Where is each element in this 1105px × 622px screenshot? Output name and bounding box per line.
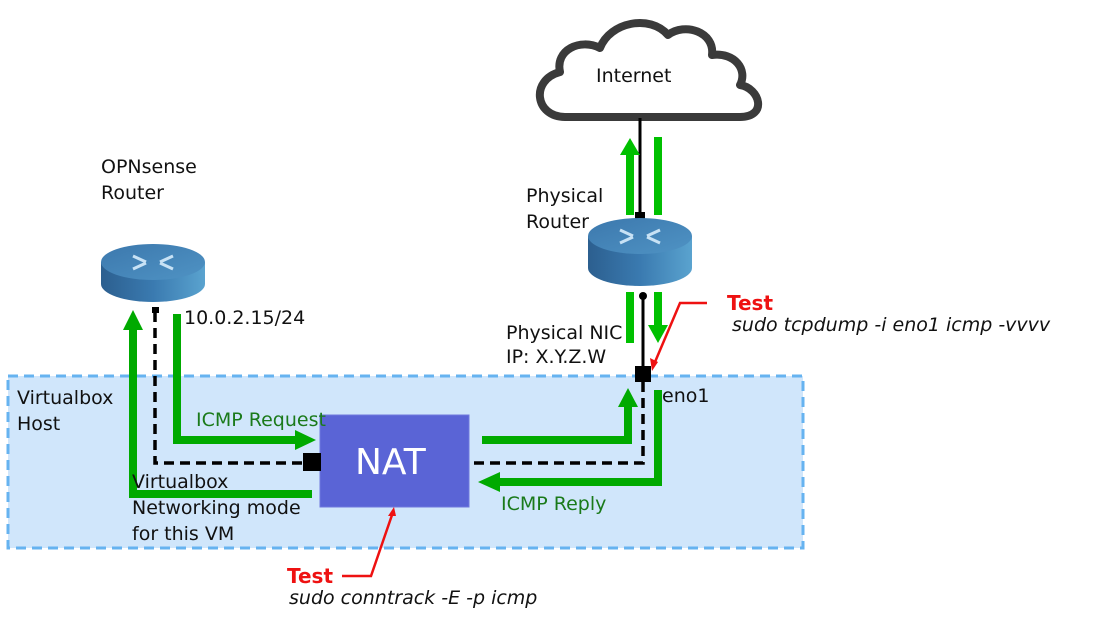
arrowhead-up-icon <box>123 310 143 330</box>
test-pointer-tcpdump <box>653 301 707 363</box>
nat-label: NAT <box>355 442 426 483</box>
physical-router-label-line2: Router <box>526 211 589 233</box>
physical-nic-ip-label: IP: X.Y.Z.W <box>506 346 607 368</box>
flow-nat-to-nic <box>482 405 632 444</box>
opnsense-nat-dashed-link <box>153 312 303 465</box>
physical-router-icon <box>588 218 692 286</box>
internet-label: Internet <box>596 65 672 87</box>
test-command-tcpdump: sudo tcpdump -i eno1 icmp -vvvv <box>732 314 1051 336</box>
nat-port <box>303 453 321 471</box>
arrowhead-down-icon <box>648 325 668 343</box>
router-port <box>635 212 645 222</box>
arrowhead-left-icon <box>478 472 500 492</box>
arrowhead-right-icon <box>295 430 316 450</box>
arrowhead-up-icon <box>618 388 638 407</box>
test-label-tcpdump: Test <box>727 291 774 315</box>
physical-router-label-line1: Physical <box>526 185 604 207</box>
opnsense-router-icon <box>101 244 205 302</box>
test-pointer-conntrack <box>342 514 394 578</box>
test-label-conntrack: Test <box>287 564 334 588</box>
networking-mode-line2: Networking mode <box>132 497 301 519</box>
icmp-reply-label: ICMP Reply <box>501 493 607 515</box>
opnsense-port <box>152 307 159 313</box>
flow-nic-to-nat <box>500 390 662 486</box>
opnsense-label-line2: Router <box>101 182 164 204</box>
opnsense-label-line1: OPNsense <box>101 156 197 178</box>
networking-mode-line1: Virtualbox <box>132 471 229 493</box>
internet-cloud-icon <box>536 19 763 121</box>
arrowhead-red-icon <box>650 358 658 371</box>
eno1-port <box>635 366 651 382</box>
nat-box <box>319 414 470 508</box>
virtualbox-host-label-line1: Virtualbox <box>17 387 114 409</box>
icmp-request-label: ICMP Request <box>196 409 326 431</box>
physical-nic-label-line1: Physical NIC <box>506 322 623 344</box>
eno1-label: eno1 <box>662 385 710 407</box>
flow-opnsense-to-nat <box>173 314 295 444</box>
virtualbox-host-label-line2: Host <box>17 413 61 435</box>
router-bottom-port <box>639 292 647 300</box>
opnsense-ip-label: 10.0.2.15/24 <box>184 307 306 329</box>
nic-nat-dashed-link <box>470 382 645 465</box>
flow-nat-to-opnsense <box>129 330 312 498</box>
networking-mode-line3: for this VM <box>132 523 235 545</box>
test-command-conntrack: sudo conntrack -E -p icmp <box>289 587 538 609</box>
arrowhead-up-icon <box>620 138 640 155</box>
arrowhead-red-icon <box>388 507 396 516</box>
